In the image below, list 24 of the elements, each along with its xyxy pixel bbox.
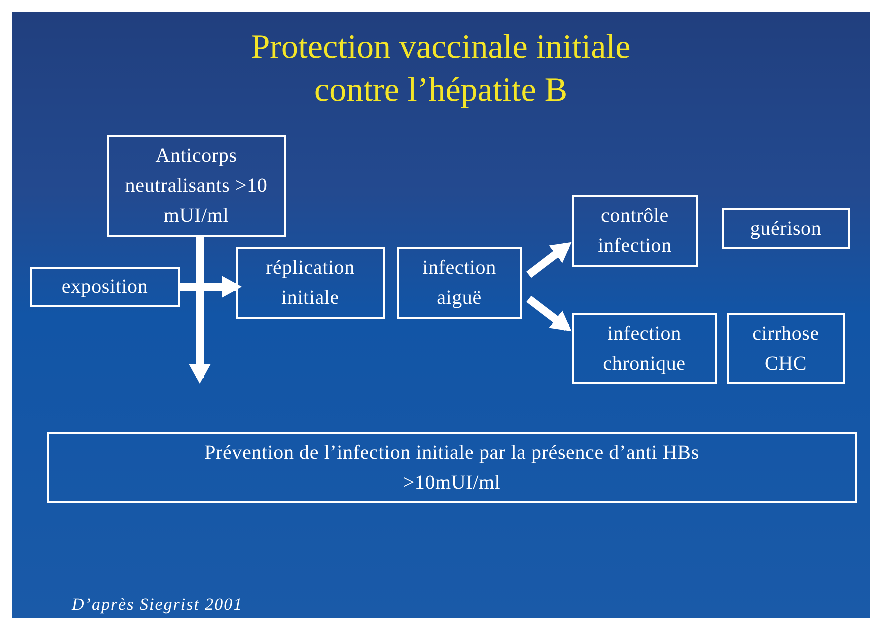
box-label: Anticorps neutralisants >10 mUI/ml [124,144,269,229]
source-note: D’après Siegrist 2001 [72,594,244,616]
process-box [572,313,717,384]
box-label: infection aiguë [422,256,498,311]
title: Protection vaccinale initiale contre l’hépatite B [250,28,632,111]
arrow [526,242,572,278]
process-box [397,247,522,319]
arrow [526,296,572,332]
box-label: guérison [750,216,822,242]
box-label: infection chronique [602,322,687,376]
process-box [30,267,180,307]
arrow [180,276,242,298]
box-label: cirrhose CHC [752,322,820,376]
process-box [727,313,845,384]
box-label: Prévention de l’infection initiale par la présence d’anti HBs >10mUI/ml [204,440,700,496]
process-box [47,432,857,503]
box-label: contrôle infection [597,204,673,259]
arrow [189,237,211,384]
process-box [722,208,850,249]
process-box [572,195,698,267]
process-box [107,135,286,237]
process-box [236,247,385,319]
box-label: réplication initiale [265,256,356,311]
box-label: exposition [62,275,148,300]
